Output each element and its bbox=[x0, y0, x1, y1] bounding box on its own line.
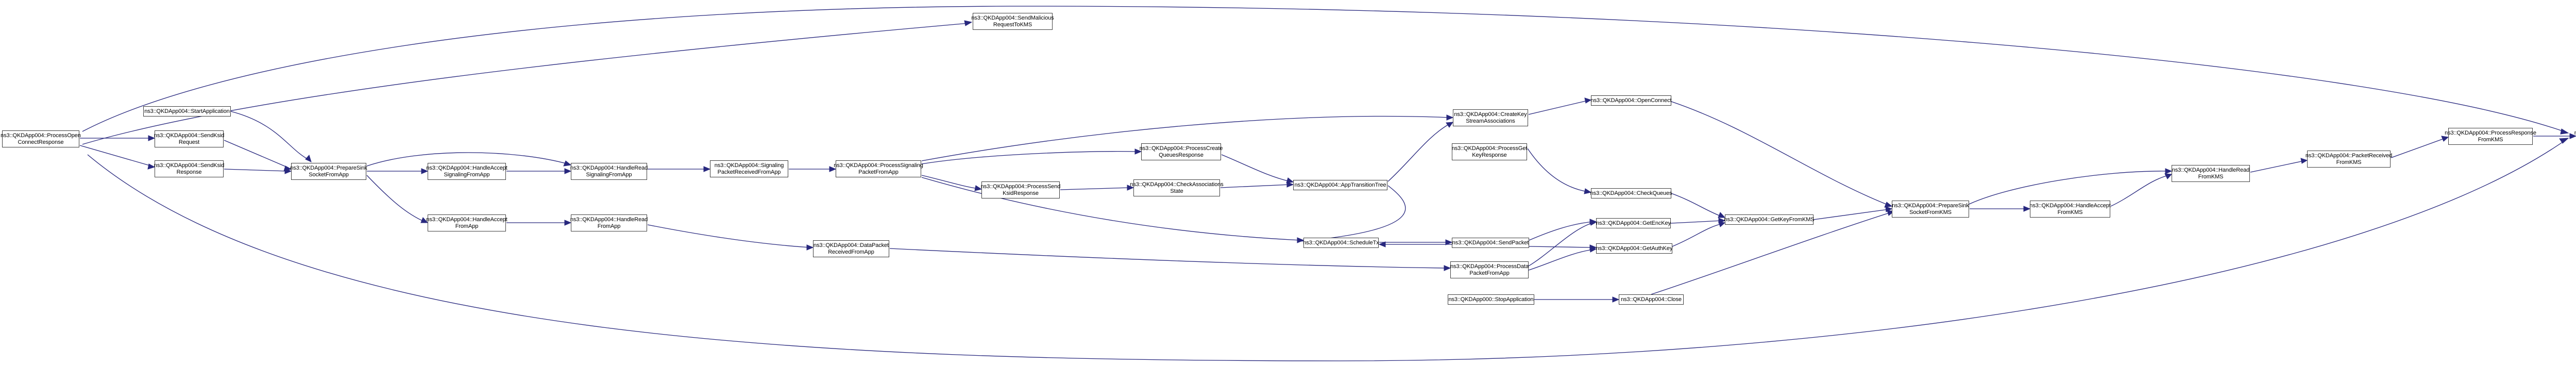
graph-node-handleAcceptSignalingFromApp[interactable]: ns3::QKDApp004::HandleAccept SignalingFr… bbox=[426, 163, 507, 180]
graph-node-handleAcceptFromKMS[interactable]: ns3::QKDApp004::HandleAccept FromKMS bbox=[2029, 201, 2111, 218]
graph-node-processGetKeyResponse[interactable]: ns3::QKDApp004::ProcessGet KeyResponse bbox=[1452, 143, 1527, 160]
graph-node-openConnect[interactable]: ns3::QKDApp004::OpenConnect bbox=[1591, 95, 1672, 106]
graph-node-processDataPacketFromApp[interactable]: ns3::QKDApp004::ProcessData PacketFromAp… bbox=[1450, 261, 1529, 278]
graph-node-createKeyStreamAssociations[interactable]: ns3::QKDApp004::CreateKey StreamAssociat… bbox=[1453, 109, 1528, 126]
graph-node-packetReceivedFromKMS[interactable]: ns3::QKDApp004::PacketReceived FromKMS bbox=[2306, 151, 2392, 168]
graph-node-processSignalingPacketFromApp[interactable]: ns3::QKDApp004::ProcessSignaling PacketF… bbox=[834, 160, 923, 177]
graph-node-close[interactable]: ns3::QKDApp004::Close bbox=[1619, 294, 1684, 305]
graph-node-processCreateQueuesResponse[interactable]: ns3::QKDApp004::ProcessCreate QueuesResp… bbox=[1140, 143, 1223, 160]
graph-node-checkAssociationsState[interactable]: ns3::QKDApp004::CheckAssociations State bbox=[1130, 179, 1224, 196]
graph-node-processSendKsidResponse[interactable]: ns3::QKDApp004::ProcessSend KsidResponse bbox=[981, 181, 1060, 198]
graph-node-handleReadFromKMS[interactable]: ns3::QKDApp004::HandleRead FromKMS bbox=[2172, 165, 2250, 182]
graph-node-signalingPacketReceivedFromApp[interactable]: ns3::QKDApp004::Signaling PacketReceived… bbox=[710, 160, 788, 177]
graph-node-handleReadSignalingFromApp[interactable]: ns3::QKDApp004::HandleRead SignalingFrom… bbox=[570, 163, 648, 180]
graph-node-sendPacket[interactable]: ns3::QKDApp004::SendPacket bbox=[1452, 238, 1529, 248]
graph-node-handleAcceptFromApp[interactable]: ns3::QKDApp004::HandleAccept FromApp bbox=[426, 214, 507, 231]
graph-node-checkQueues[interactable]: ns3::QKDApp004::CheckQueues bbox=[1590, 188, 1672, 198]
graph-node-getKeyFromKMS[interactable]: ns3::QKDApp004::GetKeyFromKMS bbox=[1724, 214, 1815, 225]
graph-node-stopApplication[interactable]: ns3::QKDApp000::StopApplication bbox=[1448, 294, 1534, 305]
graph-node-processOpenConnectResponse[interactable]: ns3::QKDApp004::ProcessOpen ConnectRespo… bbox=[1, 130, 81, 147]
graph-node-startApplication[interactable]: ns3::QKDApp004::StartApplication bbox=[143, 106, 231, 117]
graph-node-dataPacketReceivedFromApp[interactable]: ns3::QKDApp004::DataPacket ReceivedFromA… bbox=[813, 240, 889, 257]
graph-node-sendKsidRequest[interactable]: ns3::QKDApp004::SendKsid Request bbox=[154, 130, 224, 147]
graph-node-appTransitionTree[interactable]: ns3::QKDApp004::AppTransitionTree bbox=[1293, 180, 1387, 190]
graph-node-scheduleTx[interactable]: ns3::QKDApp004::ScheduleTx bbox=[1303, 238, 1379, 248]
graph-node-sendKsidResponse[interactable]: ns3::QKDApp004::SendKsid Response bbox=[154, 160, 224, 177]
graph-node-prepareSinkSocketFromKMS[interactable]: ns3::QKDApp004::PrepareSink SocketFromKM… bbox=[1892, 201, 1969, 218]
graph-node-handleReadFromApp[interactable]: ns3::QKDApp004::HandleRead FromApp bbox=[570, 214, 648, 231]
graph-node-getEncKey[interactable]: ns3::QKDApp004::GetEncKey bbox=[1596, 218, 1671, 228]
graph-node-processResponseFromKMS[interactable]: ns3::QKDApp004::ProcessResponse FromKMS bbox=[2445, 128, 2536, 145]
graph-node-getAuthKey[interactable]: ns3::QKDApp004::GetAuthKey bbox=[1596, 243, 1672, 254]
graph-node-prepareSinkSocketFromApp[interactable]: ns3::QKDApp004::PrepareSink SocketFromAp… bbox=[290, 163, 367, 180]
graph-node-sendMaliciousRequestToKMS[interactable]: ns3::QKDApp004::SendMalicious RequestToK… bbox=[971, 13, 1054, 30]
